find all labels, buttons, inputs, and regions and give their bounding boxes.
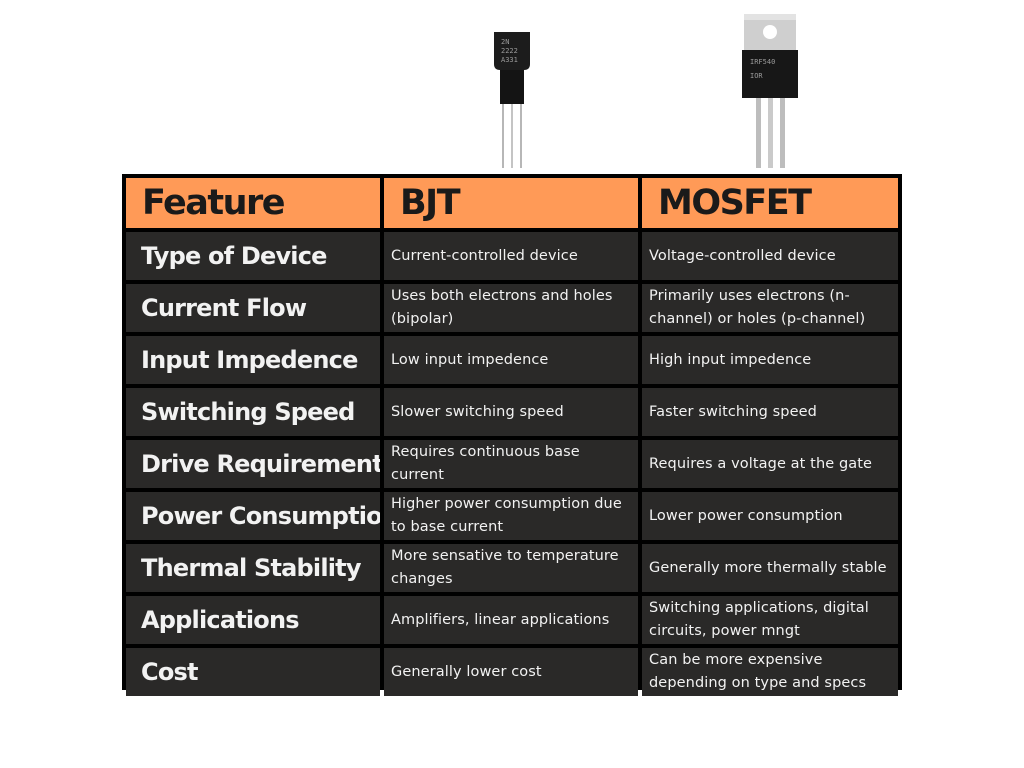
bjt-marking-line-3: A331 — [501, 56, 518, 64]
feature-cell: Cost — [126, 648, 380, 696]
bjt-cell: Generally lower cost — [384, 648, 638, 696]
bjt-cell: Amplifiers, linear applications — [384, 596, 638, 644]
mosfet-marking-line-1: IRF540 — [750, 58, 775, 66]
feature-cell: Thermal Stability — [126, 544, 380, 592]
mosfet-cell: Generally more thermally stable — [642, 544, 898, 592]
mosfet-marking-line-2: IOR — [750, 72, 763, 80]
bjt-cell: More sensative to temperature changes — [384, 544, 638, 592]
feature-cell: Type of Device — [126, 232, 380, 280]
bjt-marking-line-1: 2N — [501, 38, 509, 46]
mosfet-cell: Primarily uses electrons (n-channel) or … — [642, 284, 898, 332]
bjt-cell: Higher power consumption due to base cur… — [384, 492, 638, 540]
header-bjt: BJT — [384, 178, 638, 228]
bjt-cell: Slower switching speed — [384, 388, 638, 436]
mosfet-cell: High input impedence — [642, 336, 898, 384]
mosfet-cell: Requires a voltage at the gate — [642, 440, 898, 488]
feature-cell: Current Flow — [126, 284, 380, 332]
bjt-marking-line-2: 2222 — [501, 47, 518, 55]
bjt-cell: Current-controlled device — [384, 232, 638, 280]
mosfet-cell: Voltage-controlled device — [642, 232, 898, 280]
header-feature: Feature — [126, 178, 380, 228]
mosfet-cell: Switching applications, digital circuits… — [642, 596, 898, 644]
bjt-cell: Low input impedence — [384, 336, 638, 384]
mosfet-transistor-image: IRF540 IOR — [742, 14, 798, 168]
feature-cell: Input Impedence — [126, 336, 380, 384]
mosfet-cell: Can be more expensive depending on type … — [642, 648, 898, 696]
bjt-transistor-image: 2N 2222 A331 — [494, 32, 530, 168]
feature-cell: Applications — [126, 596, 380, 644]
mosfet-cell: Lower power consumption — [642, 492, 898, 540]
feature-cell: Power Consumption — [126, 492, 380, 540]
bjt-cell: Uses both electrons and holes (bipolar) — [384, 284, 638, 332]
feature-cell: Switching Speed — [126, 388, 380, 436]
header-mosfet: MOSFET — [642, 178, 898, 228]
bjt-cell: Requires continuous base current — [384, 440, 638, 488]
mosfet-cell: Faster switching speed — [642, 388, 898, 436]
feature-cell: Drive Requirements — [126, 440, 380, 488]
